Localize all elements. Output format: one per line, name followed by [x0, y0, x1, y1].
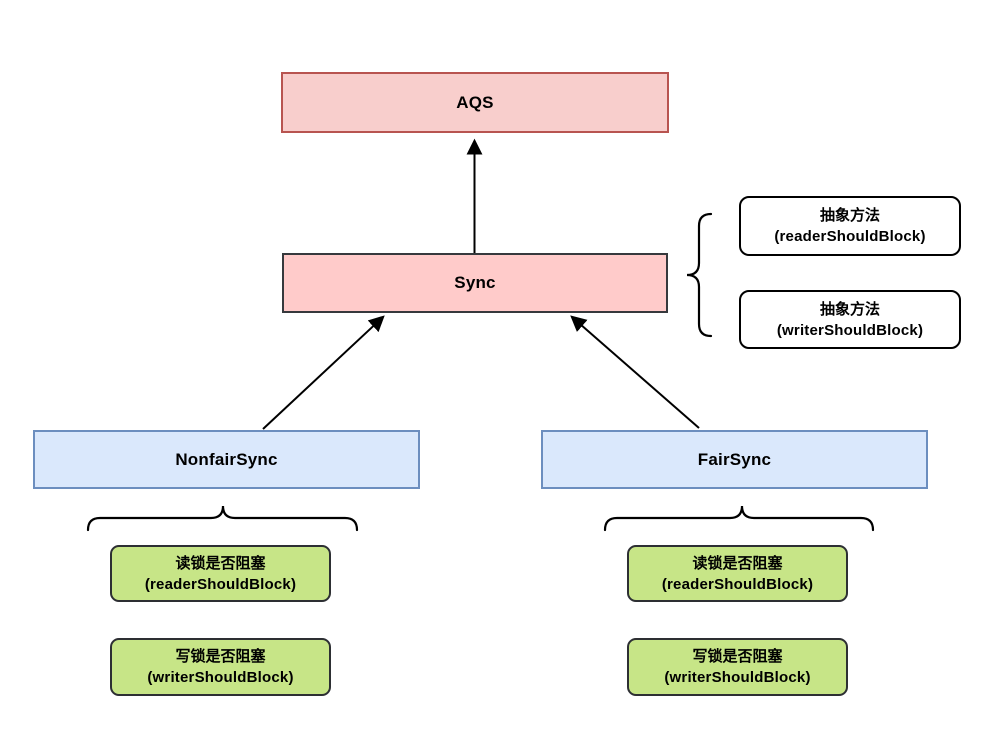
sync-abstract-writer-node: 抽象方法 (writerShouldBlock)	[739, 290, 961, 349]
nonfairsync-label: NonfairSync	[175, 449, 278, 469]
method-title: 写锁是否阻塞	[692, 648, 783, 665]
fairsync-writer-method-node: 写锁是否阻塞 (writerShouldBlock)	[627, 638, 848, 696]
sync-label: Sync	[454, 273, 496, 292]
brace-nonfairsync-methods	[86, 505, 359, 532]
abstract-method-title: 抽象方法	[819, 300, 880, 318]
brace-fairsync-methods	[603, 505, 875, 532]
abstract-method-title: 抽象方法	[819, 207, 880, 224]
method-name: (readerShouldBlock)	[661, 575, 814, 593]
sync-abstract-reader-node: 抽象方法 (readerShouldBlock)	[739, 196, 961, 256]
method-name: (writerShouldBlock)	[664, 669, 811, 686]
nonfairsync-writer-method-node: 写锁是否阻塞 (writerShouldBlock)	[110, 638, 331, 696]
arrow-fairsync-to-sync	[570, 315, 700, 429]
aqs-node: AQS	[281, 72, 669, 133]
fairsync-reader-method-node: 读锁是否阻塞 (readerShouldBlock)	[627, 545, 848, 602]
method-name: (readerShouldBlock)	[144, 575, 297, 593]
aqs-label: AQS	[456, 92, 494, 112]
method-name: (writerShouldBlock)	[147, 669, 294, 686]
fairsync-node: FairSync	[541, 430, 928, 489]
sync-node: Sync	[282, 253, 668, 313]
abstract-method-name: (writerShouldBlock)	[776, 321, 924, 339]
method-title: 读锁是否阻塞	[692, 554, 783, 572]
brace-sync-abstract-methods	[686, 212, 713, 338]
method-title: 读锁是否阻塞	[175, 554, 266, 572]
nonfairsync-node: NonfairSync	[33, 430, 420, 489]
abstract-method-name: (readerShouldBlock)	[774, 228, 926, 245]
arrow-nonfairsync-to-sync	[262, 315, 385, 430]
nonfairsync-reader-method-node: 读锁是否阻塞 (readerShouldBlock)	[110, 545, 331, 602]
fairsync-label: FairSync	[697, 449, 772, 469]
method-title: 写锁是否阻塞	[175, 648, 266, 665]
